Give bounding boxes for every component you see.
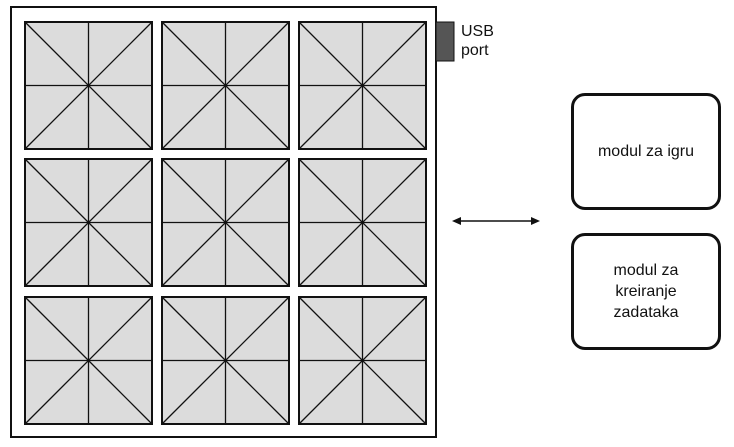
module-tasks-box: modul za kreiranje zadataka (571, 233, 721, 350)
module-game-box: modul za igru (571, 93, 721, 210)
bidirectional-arrow (452, 217, 540, 225)
module-game-label: modul za igru (597, 143, 695, 160)
usb-port-label: USB port (461, 23, 494, 59)
board-tile (161, 158, 290, 287)
board-tile (298, 21, 427, 150)
board-tile (298, 158, 427, 287)
board-tiles (24, 21, 427, 425)
module-tasks-label: modul za kreiranje zadataka (613, 262, 679, 321)
board-tile (24, 158, 153, 287)
board-tile (161, 21, 290, 150)
usb-port (435, 21, 455, 62)
board-tile (24, 21, 153, 150)
board-tile (24, 296, 153, 425)
board-tile (161, 296, 290, 425)
board-tile (298, 296, 427, 425)
